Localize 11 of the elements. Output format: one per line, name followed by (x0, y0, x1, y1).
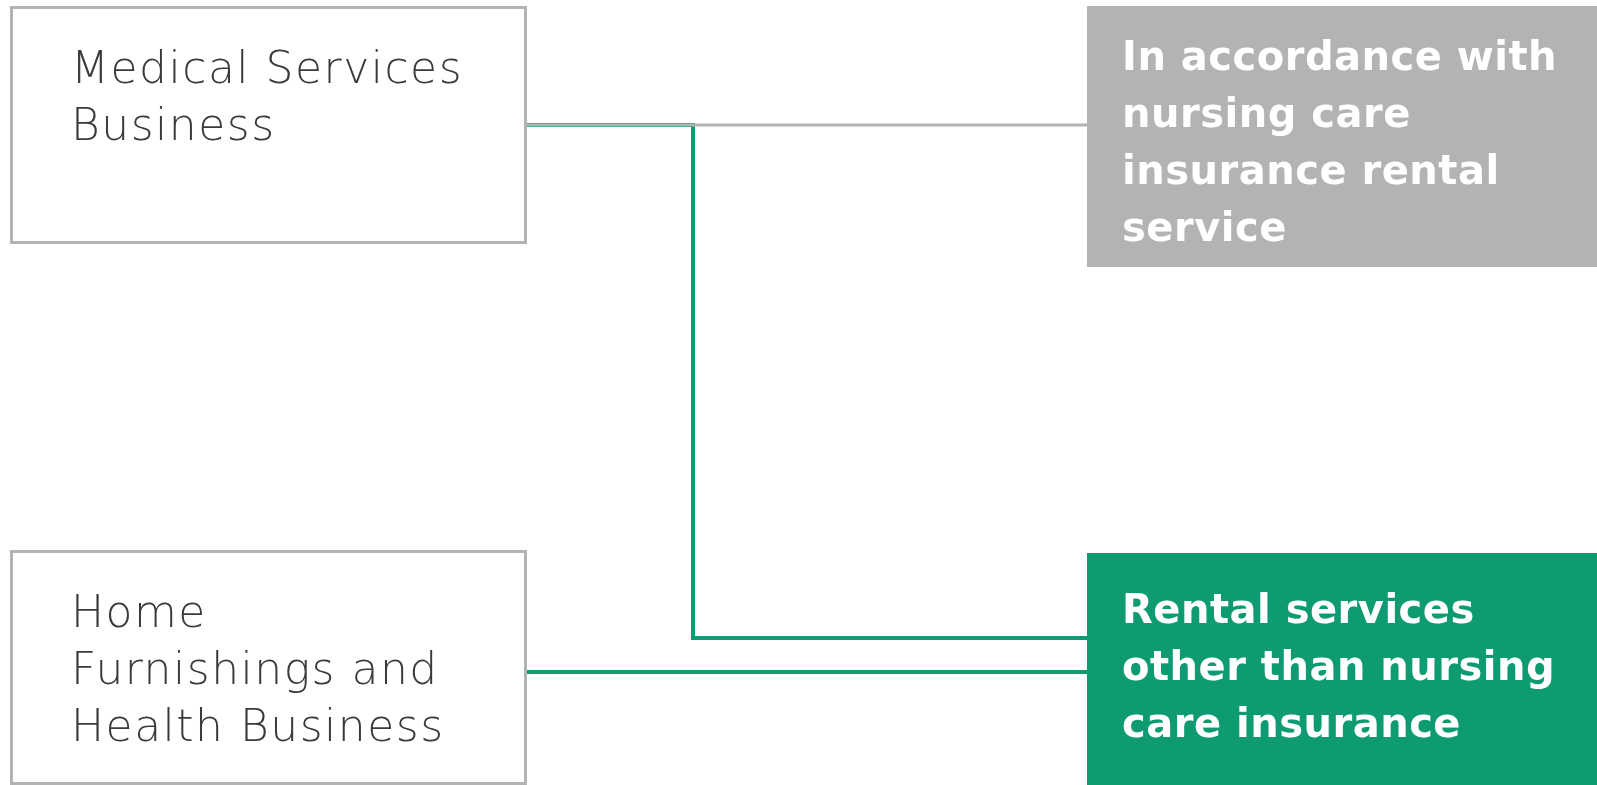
node-label: In accordance with nursing care insurance rental service (1122, 32, 1559, 252)
connector-line (527, 123, 1087, 127)
business-box (10, 550, 527, 785)
business-box (10, 6, 527, 244)
service-box (1087, 553, 1597, 785)
node-label: Medical Services Business (71, 41, 465, 152)
connector-line (527, 123, 1087, 640)
node-label: Home Furnishings and Health Business (71, 585, 446, 753)
service-box (1087, 6, 1597, 267)
node-label: Rental services other than nursing care insurance (1122, 585, 1557, 748)
connector-line (527, 670, 1087, 674)
